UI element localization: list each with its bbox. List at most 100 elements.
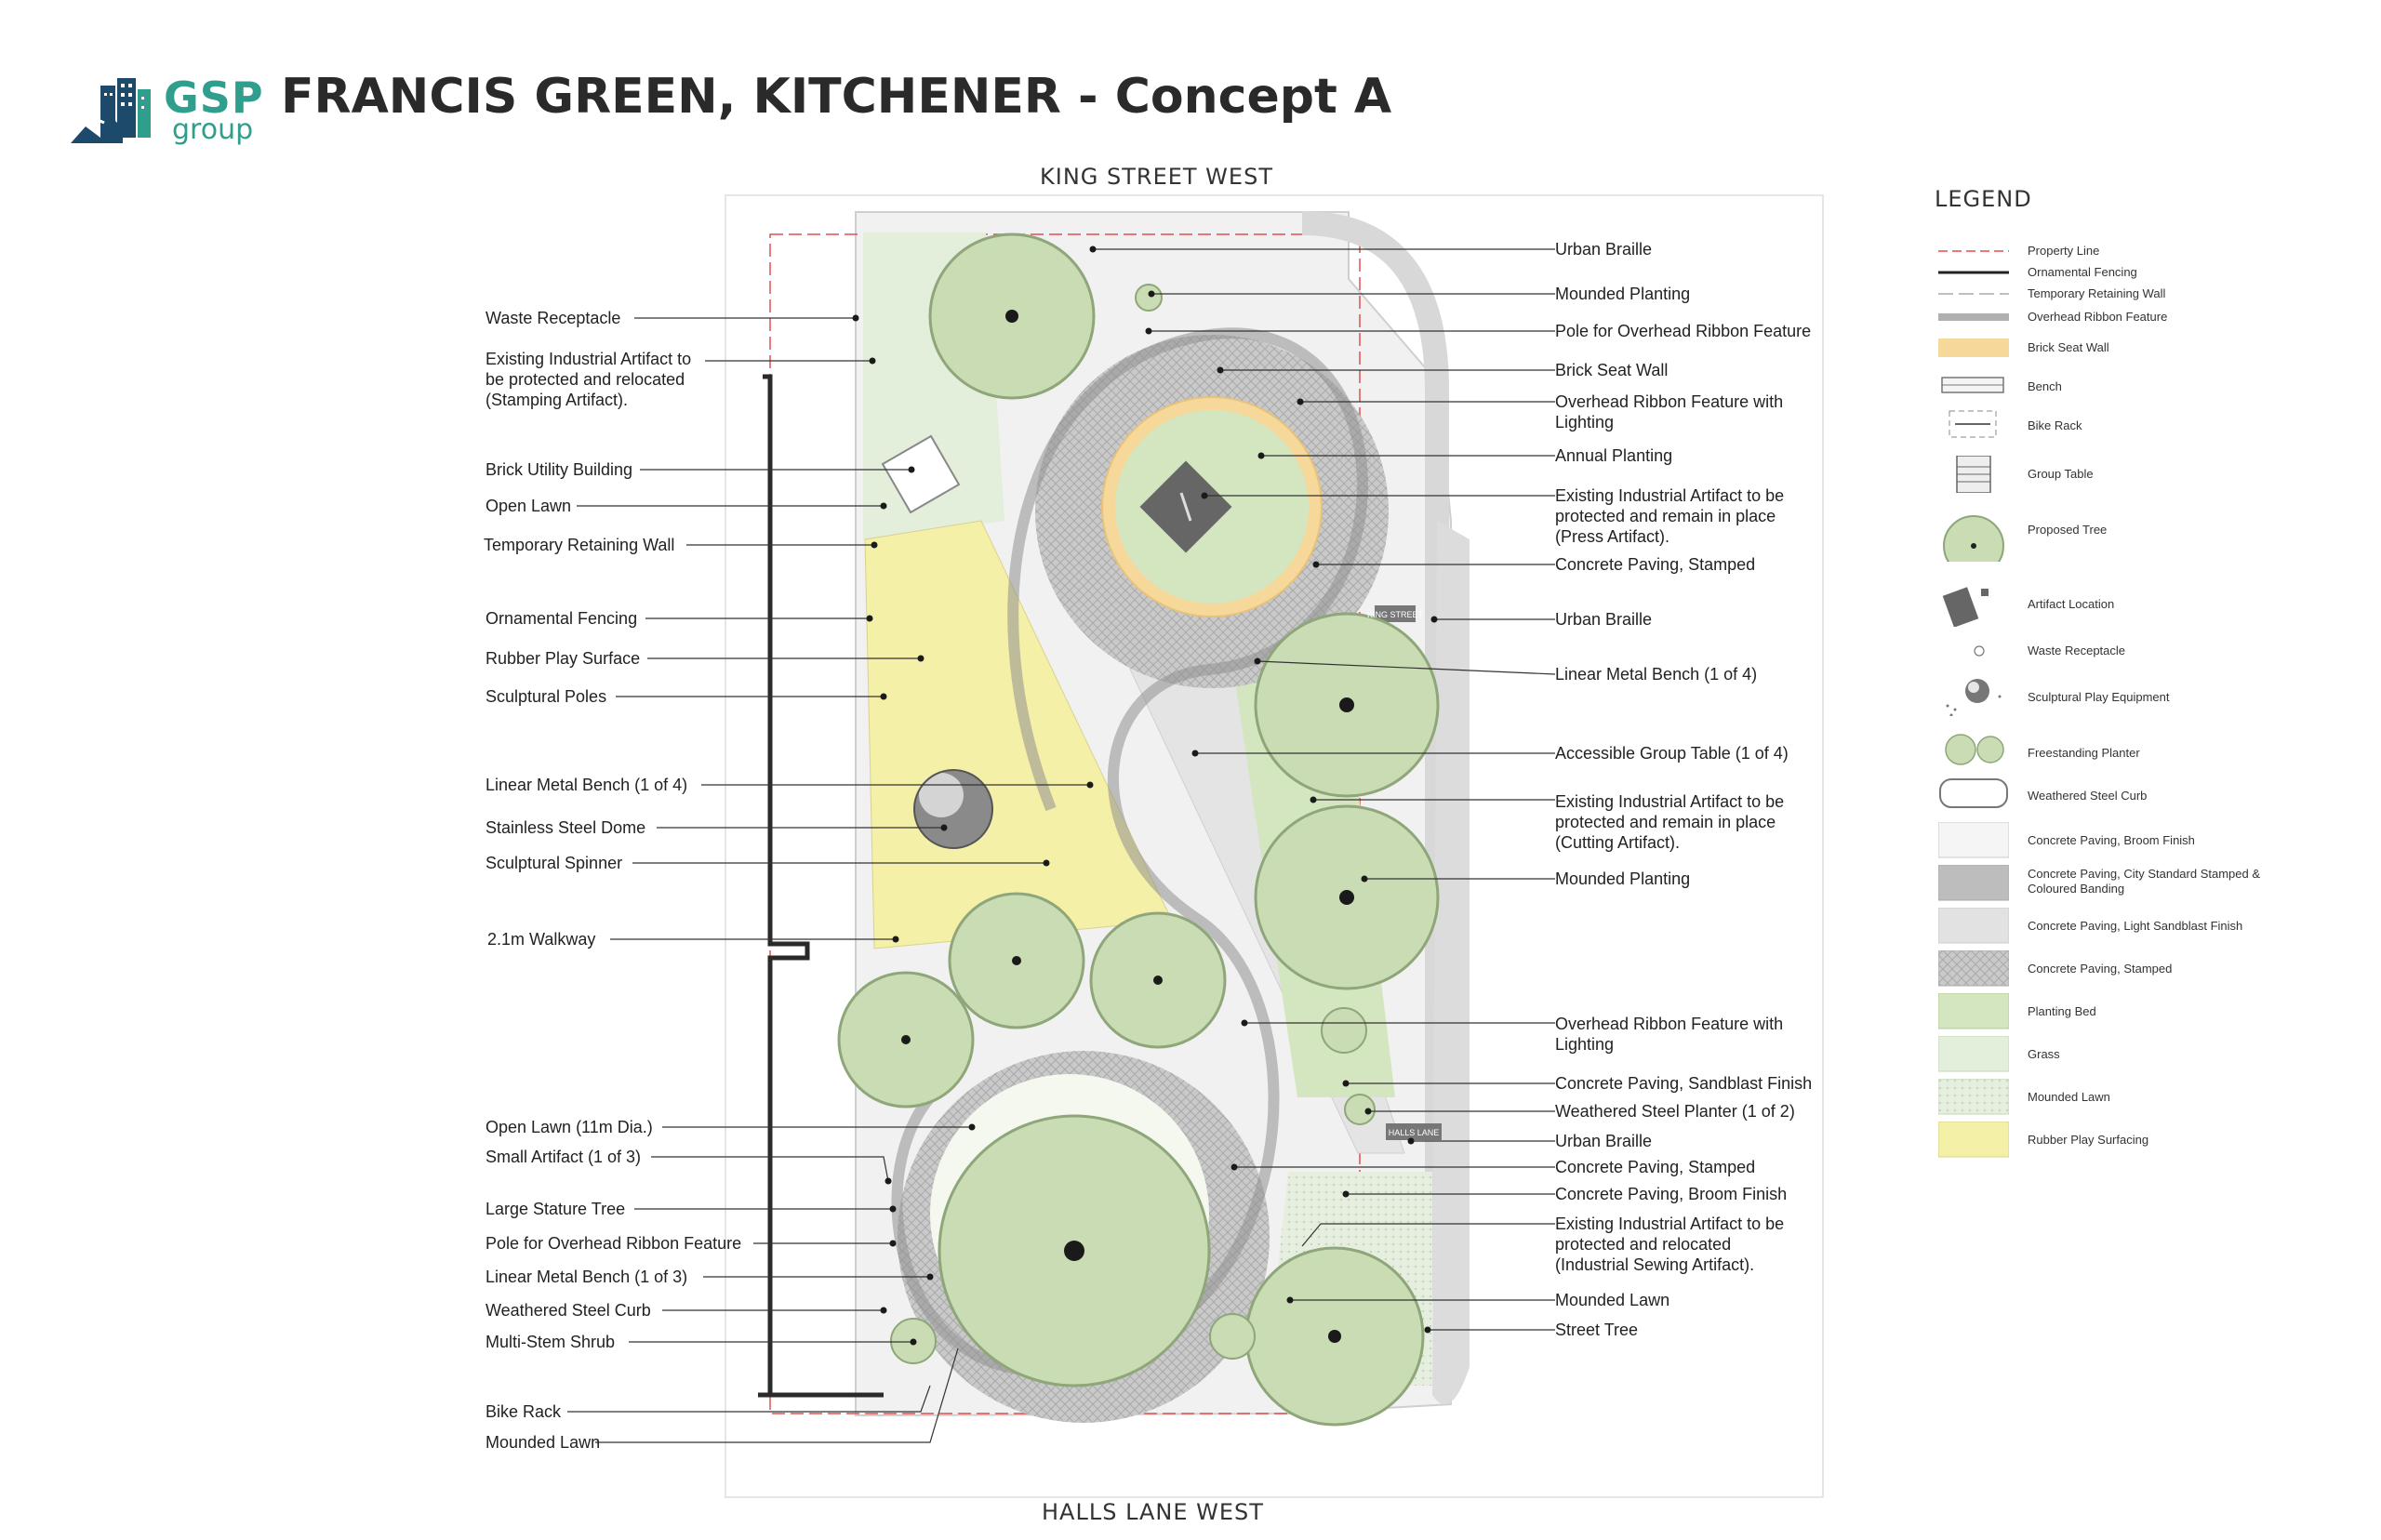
- label-pole-overhead-ribbon-left: Pole for Overhead Ribbon Feature: [486, 1234, 742, 1253]
- label-linear-metal-bench-1of3: Linear Metal Bench (1 of 3): [486, 1268, 688, 1286]
- label-sculptural-spinner: Sculptural Spinner: [486, 854, 623, 872]
- bench-icon: [1941, 377, 2004, 393]
- legend-item-weathered-steel-curb: Weathered Steel Curb: [1935, 777, 2362, 815]
- logo-word: GSP: [164, 73, 264, 123]
- legend-item-sculptural-play: Sculptural Play Equipment: [1935, 679, 2362, 716]
- label-concrete-stamped-2: Concrete Paving, Stamped: [1555, 1158, 1756, 1176]
- brick-seat-wall-icon: [1938, 339, 2009, 357]
- legend-item-retaining-wall: Temporary Retaining Wall: [1935, 281, 2362, 318]
- legend-item-proposed-tree: Proposed Tree: [1935, 511, 2362, 562]
- legend-item-paving-city-standard: Concrete Paving, City Standard Stamped &…: [1935, 865, 2362, 902]
- legend-item-ornamental-fencing: Ornamental Fencing: [1935, 259, 2362, 297]
- label-bike-rack: Bike Rack: [486, 1402, 562, 1421]
- label-walkway: 2.1m Walkway: [487, 930, 596, 949]
- label-annual-planting: Annual Planting: [1555, 446, 1673, 465]
- legend-item-paving-stamped: Concrete Paving, Stamped: [1935, 950, 2362, 988]
- group-table-icon: [1956, 456, 1991, 493]
- property-line-icon: [1938, 250, 2009, 252]
- street-south-label: HALLS LANE WEST: [1042, 1499, 1264, 1525]
- waste-receptacle-icon: [1974, 645, 1985, 657]
- plan-sign-halls: HALLS LANE: [1389, 1128, 1440, 1137]
- label-urban-braille-3: Urban Braille: [1555, 1132, 1653, 1150]
- leader-dots: [852, 246, 1438, 1346]
- label-sculptural-poles: Sculptural Poles: [486, 687, 607, 706]
- label-concrete-broom: Concrete Paving, Broom Finish: [1555, 1185, 1788, 1203]
- label-overhead-ribbon-1: Overhead Ribbon Feature with Lighting: [1555, 392, 1784, 431]
- label-overhead-ribbon-2: Overhead Ribbon Feature with Lighting: [1555, 1015, 1784, 1054]
- mounded-lawn-swatch: [1938, 1079, 2009, 1115]
- paving-city-standard-swatch: [1938, 865, 2009, 901]
- label-ornamental-fencing: Ornamental Fencing: [486, 609, 638, 628]
- plan-sign-king: KING STREET: [1367, 610, 1424, 619]
- label-small-artifact: Small Artifact (1 of 3): [486, 1148, 642, 1166]
- label-open-lawn: Open Lawn: [486, 497, 572, 515]
- label-weathered-steel-curb: Weathered Steel Curb: [486, 1301, 651, 1320]
- legend-item-rubber-play: Rubber Play Surfacing: [1935, 1122, 2362, 1159]
- overhead-ribbon-icon: [1938, 313, 2009, 321]
- label-mounded-lawn-left: Mounded Lawn: [486, 1433, 601, 1452]
- legend-item-paving-broom: Concrete Paving, Broom Finish: [1935, 822, 2362, 859]
- street-north-label: KING STREET WEST: [1040, 164, 1273, 190]
- leader-lines: [567, 248, 1556, 1443]
- page-title: FRANCIS GREEN, KITCHENER - Concept A: [281, 69, 1392, 125]
- label-group-table: Accessible Group Table (1 of 4): [1555, 744, 1789, 763]
- artifact-icon: [1942, 587, 1989, 627]
- legend-item-freestanding-planter: Freestanding Planter: [1935, 733, 2362, 770]
- label-linear-metal-bench-right: Linear Metal Bench (1 of 4): [1555, 665, 1758, 684]
- label-cutting-artifact: Existing Industrial Artifact to be prote…: [1555, 792, 1785, 852]
- legend-item-property-line: Property Line: [1935, 238, 2362, 275]
- label-pole-overhead-ribbon-right: Pole for Overhead Ribbon Feature: [1555, 322, 1812, 340]
- rubber-play-swatch: [1938, 1122, 2009, 1158]
- label-concrete-sandblast: Concrete Paving, Sandblast Finish: [1555, 1074, 1813, 1093]
- paving-sandblast-swatch: [1938, 908, 2009, 944]
- label-waste-receptacle: Waste Receptacle: [486, 309, 621, 327]
- label-urban-braille-1: Urban Braille: [1555, 240, 1653, 259]
- label-large-stature-tree: Large Stature Tree: [486, 1200, 626, 1218]
- legend-item-bike-rack: Bike Rack: [1935, 409, 2362, 446]
- bike-rack-icon: [1949, 410, 1997, 438]
- logo-subword: group: [172, 113, 254, 146]
- label-mounded-planting-2: Mounded Planting: [1555, 870, 1691, 888]
- legend-item-planting-bed: Planting Bed: [1935, 993, 2362, 1030]
- legend-item-mounded-lawn: Mounded Lawn: [1935, 1079, 2362, 1116]
- label-mounded-lawn-right: Mounded Lawn: [1555, 1291, 1670, 1309]
- label-temporary-retaining-wall: Temporary Retaining Wall: [484, 536, 675, 554]
- legend-item-grass: Grass: [1935, 1036, 2362, 1073]
- label-street-tree: Street Tree: [1555, 1321, 1639, 1339]
- label-brick-utility-building: Brick Utility Building: [486, 460, 633, 479]
- legend-item-overhead-ribbon: Overhead Ribbon Feature: [1935, 304, 2362, 341]
- fencing-icon: [1938, 271, 2009, 274]
- label-rubber-play-surface: Rubber Play Surface: [486, 649, 641, 668]
- label-urban-braille-2: Urban Braille: [1555, 610, 1653, 629]
- grass-swatch: [1938, 1036, 2009, 1072]
- label-concrete-stamped-1: Concrete Paving, Stamped: [1555, 555, 1756, 574]
- planting-bed-swatch: [1938, 993, 2009, 1029]
- tree-icon: [1943, 515, 2004, 562]
- label-press-artifact: Existing Industrial Artifact to be prote…: [1555, 486, 1785, 546]
- legend-item-bench: Bench: [1935, 372, 2362, 409]
- label-linear-metal-bench-left: Linear Metal Bench (1 of 4): [486, 776, 688, 794]
- legend-item-waste-receptacle: Waste Receptacle: [1935, 632, 2362, 670]
- label-mounded-planting-1: Mounded Planting: [1555, 285, 1691, 303]
- label-multi-stem-shrub: Multi-Stem Shrub: [486, 1333, 616, 1351]
- label-stainless-steel-dome: Stainless Steel Dome: [486, 818, 646, 837]
- legend-title: LEGEND: [1935, 186, 2032, 212]
- planter-icon: [1945, 734, 2004, 765]
- legend-item-artifact-location: Artifact Location: [1935, 587, 2362, 627]
- legend-item-group-table: Group Table: [1935, 456, 2362, 493]
- steel-curb-icon: [1939, 778, 2008, 808]
- proposed-trees: [837, 232, 1440, 1427]
- legend-item-paving-sandblast: Concrete Paving, Light Sandblast Finish: [1935, 908, 2362, 945]
- label-brick-seat-wall: Brick Seat Wall: [1555, 361, 1669, 379]
- label-weathered-steel-planter: Weathered Steel Planter (1 of 2): [1555, 1102, 1795, 1121]
- label-stamping-artifact: Existing Industrial Artifact to be prote…: [486, 350, 692, 409]
- building-logo-icon: [71, 78, 151, 143]
- paving-broom-swatch: [1938, 822, 2009, 858]
- label-sewing-artifact: Existing Industrial Artifact to be prote…: [1555, 1215, 1785, 1274]
- play-equipment-icon: [1946, 679, 2002, 716]
- paving-stamped-swatch: [1938, 950, 2009, 987]
- label-open-lawn-11m: Open Lawn (11m Dia.): [486, 1118, 653, 1136]
- retaining-wall-icon: [1938, 293, 2009, 295]
- legend-item-brick-seat-wall: Brick Seat Wall: [1935, 335, 2362, 372]
